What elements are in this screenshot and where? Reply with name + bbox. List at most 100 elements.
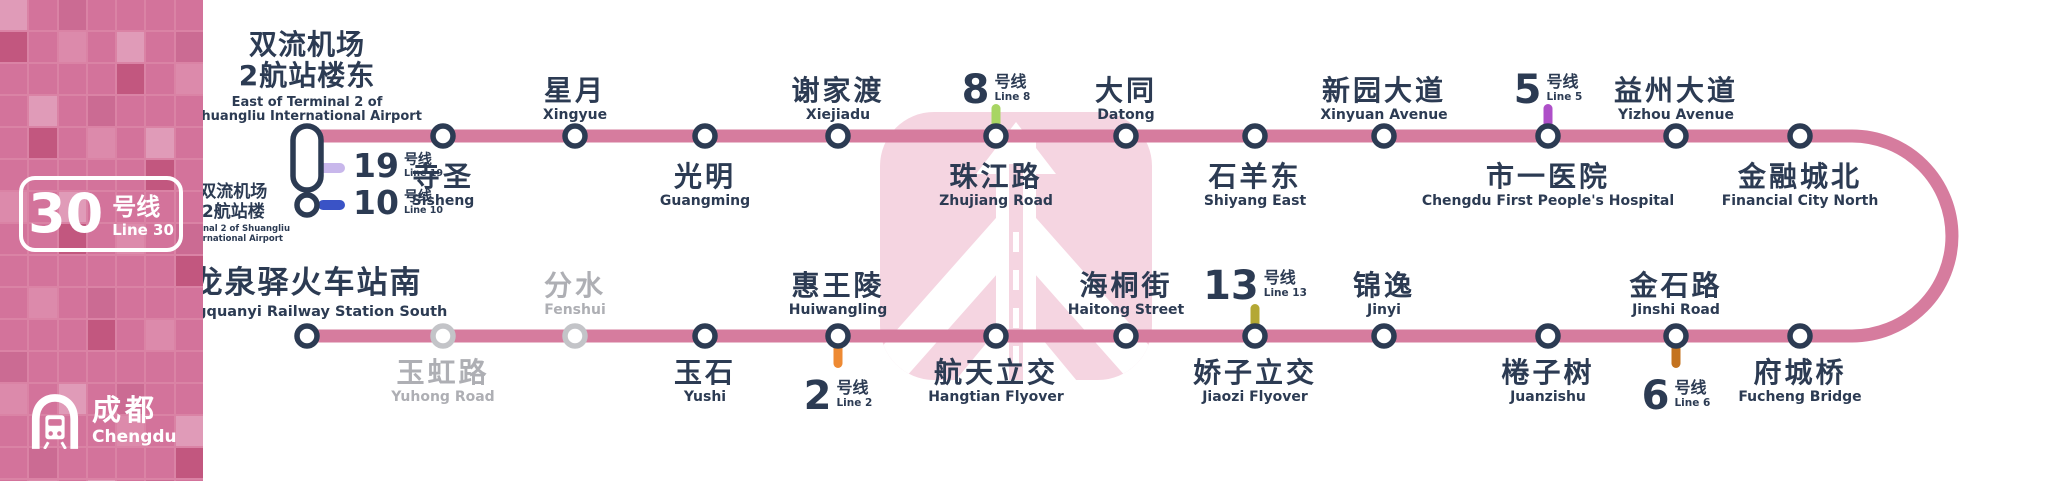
line-badge-number: 30 <box>28 182 104 245</box>
station-name-en: Sisheng <box>411 193 475 210</box>
mosaic-cell <box>117 448 145 478</box>
mosaic-cell <box>175 128 203 158</box>
station-circle <box>1535 123 1561 149</box>
station-name-cn: 益州大道 <box>1613 73 1739 107</box>
station-name-en: Xingyue <box>542 107 608 123</box>
mosaic-cell <box>87 288 116 318</box>
mosaic-cell <box>0 128 28 158</box>
station-circle <box>1371 123 1397 149</box>
mosaic-cell <box>175 256 203 286</box>
station-name-en: Fenshui <box>544 302 606 318</box>
mosaic-cell <box>146 32 174 62</box>
brand-name-cn: 成都 <box>92 393 159 427</box>
transfer-suffix-en: Line 19 <box>403 168 443 179</box>
station-circle <box>430 323 456 349</box>
mosaic-cell <box>29 320 57 350</box>
station-circle <box>1787 323 1813 349</box>
transfer-suffix-cn: 号线 <box>994 72 1027 91</box>
mosaic-cell <box>146 128 174 158</box>
station-name-cn: 府城桥 <box>1753 356 1847 389</box>
transfer-line-number: 10 <box>353 183 399 222</box>
mosaic-cell <box>175 64 203 94</box>
station-name-cn: 玉虹路 <box>396 356 490 389</box>
station-name-en: Shiyang East <box>1203 193 1307 210</box>
mosaic-cell <box>146 96 174 126</box>
transfer-suffix-en: Line 2 <box>836 397 873 409</box>
transfer-suffix-en: Line 8 <box>994 91 1031 103</box>
adjacent-station-cn: 2航站楼 <box>201 201 265 222</box>
station-name-en: Zhujiang Road <box>939 193 1053 210</box>
mosaic-cell <box>175 416 203 446</box>
station-name-en: Jinshi Road <box>1632 302 1720 318</box>
station-name-en: Datong <box>1097 107 1155 123</box>
mosaic-cell <box>117 160 145 190</box>
transfer-suffix-en: Line 5 <box>1546 91 1583 103</box>
transfer-line-number: 8 <box>961 67 990 113</box>
station-circle <box>1535 323 1561 349</box>
mosaic-cell <box>175 288 203 318</box>
line-badge-suffix: 号线 Line 30 <box>112 195 174 238</box>
station-name-en: Xiejiadu <box>805 107 871 123</box>
station-name-en: Financial City North <box>1721 193 1879 210</box>
mosaic-cell <box>146 64 174 94</box>
station-name-cn: 棬子树 <box>1501 356 1595 389</box>
station-circle <box>983 123 1009 149</box>
mosaic-cell <box>87 160 116 190</box>
station-name-en: Chengdu First People's Hospital <box>1421 193 1675 210</box>
mosaic-cell <box>58 448 86 478</box>
mosaic-cell <box>175 448 203 478</box>
station-circle <box>692 323 718 349</box>
transfer-line19-label: 19 号线 Line 19 <box>353 149 443 182</box>
terminus-transfer-circle <box>294 192 320 218</box>
transfer-line10-label: 10 号线 Line 10 <box>353 183 443 222</box>
chengdu-metro-brand: 成都 Chengdu <box>30 393 177 449</box>
station-circle <box>562 323 588 349</box>
mosaic-cell <box>87 64 116 94</box>
station-name-cn: 海桐街 <box>1079 268 1173 302</box>
station-circle <box>692 123 718 149</box>
station-name-cn: 大同 <box>1094 73 1158 107</box>
station-name-cn: 星月 <box>543 73 607 107</box>
terminus-top-cn: 双流机场 <box>248 28 365 61</box>
mosaic-cell <box>146 352 174 382</box>
station-circle <box>1113 323 1139 349</box>
mosaic-cell <box>58 256 86 286</box>
terminus-bottom-label: 龙泉驿火车站南 Longquanyi Railway Station South <box>167 268 448 321</box>
mosaic-cell <box>117 96 145 126</box>
mosaic-cell <box>87 320 116 350</box>
adjacent-station-en: Terminal 2 of Shuangliu <box>176 224 290 235</box>
mosaic-cell <box>146 288 174 318</box>
mosaic-cell <box>0 448 28 478</box>
mosaic-cell <box>175 320 203 350</box>
adjacent-station-en: International Airport <box>183 234 283 245</box>
station-circle <box>825 123 851 149</box>
mosaic-cell <box>0 64 28 94</box>
terminus-top-label: 双流机场 2航站楼东 East of Terminal 2 of Shuangl… <box>192 28 422 125</box>
mosaic-cell <box>117 192 145 222</box>
mosaic-cell <box>29 352 57 382</box>
station-circle <box>1242 123 1268 149</box>
mosaic-cell <box>87 256 116 286</box>
terminus-top-cn: 2航站楼东 <box>238 58 376 92</box>
mosaic-cell <box>0 32 28 62</box>
station-name-cn: 玉石 <box>673 356 737 389</box>
mosaic-cell <box>87 128 116 158</box>
transfer-tick-line10 <box>318 200 345 210</box>
station-name-en: Guangming <box>659 193 751 210</box>
transfer-suffix-cn: 号线 <box>403 189 432 205</box>
mosaic-cell <box>58 128 86 158</box>
